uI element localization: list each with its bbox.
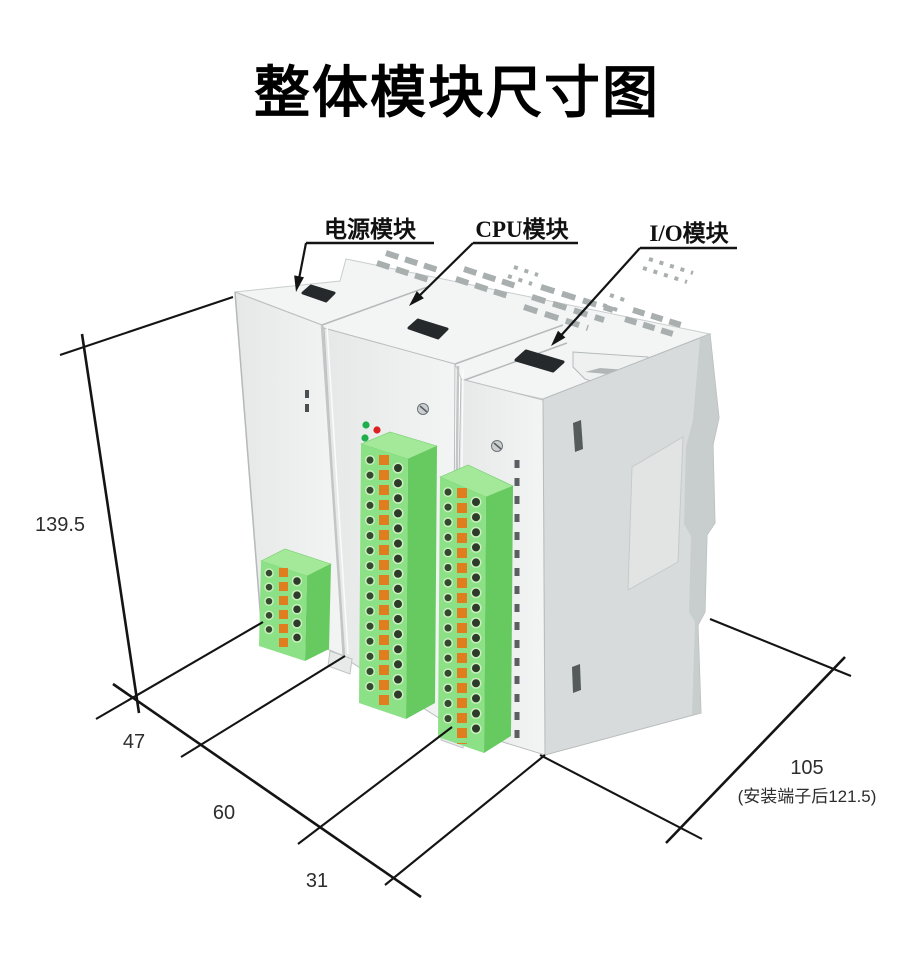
top-seam-3 — [461, 342, 568, 382]
device-side-rear-strip — [684, 334, 719, 715]
device-left-edge — [234, 291, 262, 623]
io-arrowhead-icon — [551, 330, 566, 346]
led-green-2 — [361, 434, 369, 442]
power-module-label: 电源模块 — [324, 217, 416, 242]
top-seam-2 — [454, 324, 564, 365]
cpu-leader-line — [413, 242, 474, 302]
power-module-callout: 电源模块 — [294, 217, 434, 292]
cpu-module-label: CPU模块 — [475, 217, 568, 242]
height-ext-bottom — [95, 621, 264, 720]
width-dimensions: 47 60 31 — [112, 655, 546, 899]
cpu-module-callout: CPU模块 — [409, 217, 578, 306]
power-top-slot — [301, 284, 336, 303]
cpu-terminal-block — [359, 431, 438, 719]
led-green-1 — [362, 421, 370, 429]
power-terminal-block — [259, 548, 332, 661]
power-arrowhead-icon — [294, 275, 304, 292]
depth-ext-rear — [709, 618, 852, 677]
depth-dim-line — [665, 656, 846, 844]
top-connector-slots — [301, 284, 565, 373]
io-width-value: 31 — [306, 870, 328, 892]
width-ext-3 — [384, 754, 546, 886]
io-terminal-block — [438, 464, 514, 753]
height-ext-top — [59, 296, 234, 356]
height-dimension: 139.5 — [35, 296, 264, 720]
plc-device-illustration — [234, 250, 720, 756]
depth-ext-front — [539, 754, 703, 840]
depth-value: 105 — [790, 757, 823, 779]
io-module-label: I/O模块 — [649, 221, 728, 246]
width-ext-2 — [297, 726, 453, 845]
module-boundary-1-highlight — [326, 326, 349, 655]
module-boundary-1 — [320, 324, 346, 657]
io-leader-line — [556, 247, 641, 341]
width-dim-line — [112, 682, 422, 899]
side-slot-top — [573, 420, 583, 452]
side-slot-bottom — [572, 664, 581, 693]
height-dim-line — [80, 333, 141, 714]
width-ext-1 — [180, 655, 346, 758]
top-seam-1 — [321, 285, 431, 326]
led-red — [373, 426, 381, 434]
power-width-value: 47 — [123, 731, 145, 753]
height-value: 139.5 — [35, 514, 85, 536]
side-label-inset — [627, 436, 684, 591]
top-vent-grid — [376, 250, 694, 337]
depth-note: (安装端子后121.5) — [738, 787, 877, 806]
io-module-callout: I/O模块 — [551, 221, 737, 346]
cpu-top-slot — [407, 318, 449, 340]
cpu-arrowhead-icon — [409, 291, 424, 306]
io-top-slot — [514, 349, 565, 373]
depth-dimension: 105 (安装端子后121.5) — [539, 618, 877, 844]
page-title: 整体模块尺寸图 — [254, 61, 660, 124]
cpu-width-value: 60 — [213, 802, 235, 824]
